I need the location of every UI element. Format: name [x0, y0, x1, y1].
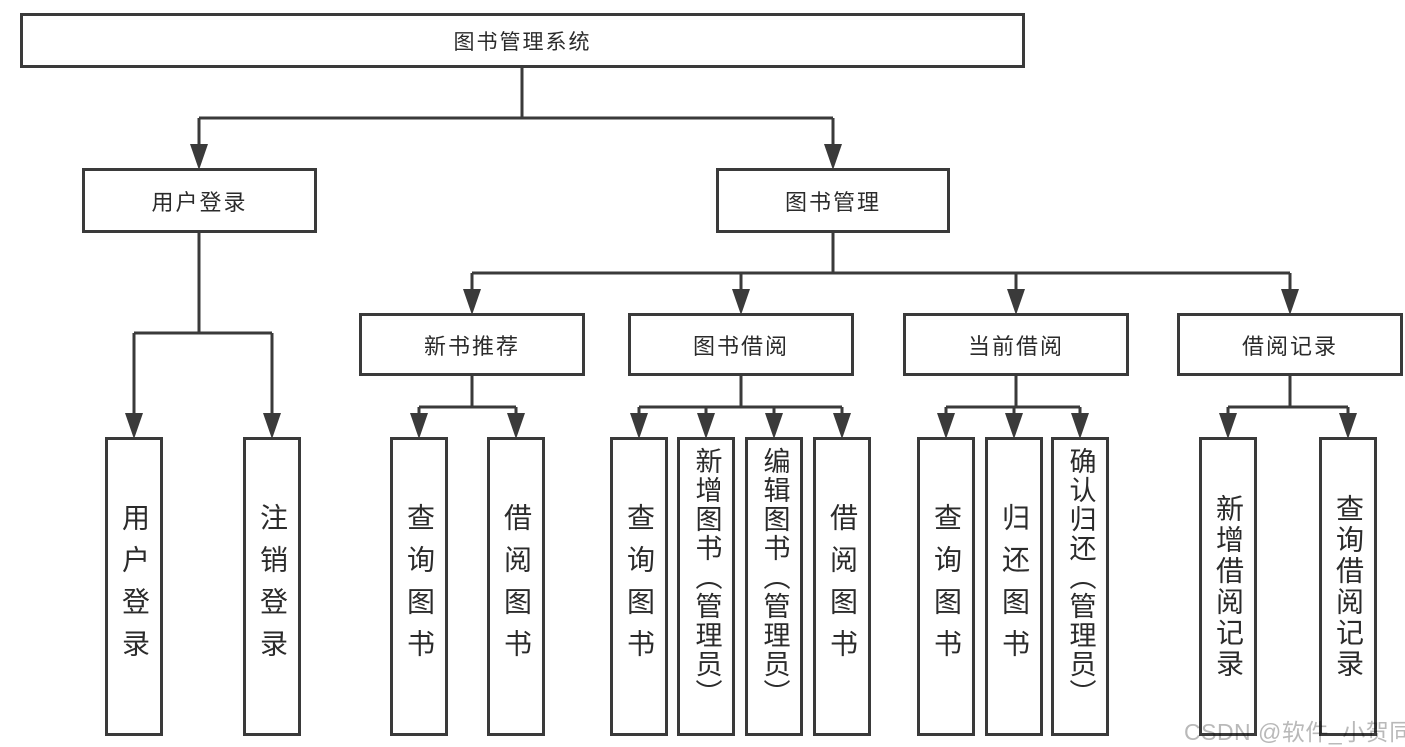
- node-label: 图书借阅: [692, 333, 789, 359]
- leaf-query-books-recommend: 查询图书: [390, 437, 448, 736]
- node-label: 查询图书: [404, 502, 435, 671]
- leaf-query-books-current: 查询图书: [917, 437, 975, 736]
- node-library-management-system: 图书管理系统: [20, 13, 1025, 68]
- leaf-borrow-books-borrowing: 借阅图书: [813, 437, 871, 736]
- node-current-borrowing: 当前借阅: [903, 313, 1129, 376]
- leaf-add-borrow-record: 新增借阅记录: [1199, 437, 1257, 736]
- leaf-logout: 注销登录: [243, 437, 301, 736]
- node-book-borrowing: 图书借阅: [628, 313, 854, 376]
- node-label: 用户登录: [151, 189, 248, 215]
- node-label: 注销登录: [257, 502, 288, 671]
- node-label: 用户登录: [119, 502, 150, 671]
- leaf-query-borrow-record: 查询借阅记录: [1319, 437, 1377, 736]
- node-user-login: 用户登录: [82, 168, 317, 233]
- node-label: 新书推荐: [423, 333, 520, 359]
- arrowhead-icons: [125, 144, 1357, 439]
- node-new-book-recommend: 新书推荐: [359, 313, 585, 376]
- node-label: 图书管理: [784, 189, 881, 215]
- node-borrowing-records: 借阅记录: [1177, 313, 1403, 376]
- node-label: 图书管理系统: [453, 30, 592, 54]
- node-label: 借阅图书: [501, 502, 532, 671]
- node-label: 借阅记录: [1241, 333, 1338, 359]
- leaf-add-book-admin: 新增图书（管理员）: [677, 437, 735, 736]
- node-label: 新增图书（管理员）: [691, 447, 722, 708]
- leaf-query-books-borrowing: 查询图书: [610, 437, 668, 736]
- node-label: 当前借阅: [967, 333, 1064, 359]
- node-label: 归还图书: [999, 502, 1030, 671]
- leaf-borrow-books-recommend: 借阅图书: [487, 437, 545, 736]
- node-label: 借阅图书: [827, 502, 858, 671]
- node-book-management: 图书管理: [716, 168, 950, 233]
- leaf-confirm-return-admin: 确认归还（管理员）: [1051, 437, 1109, 736]
- node-label: 查询图书: [931, 502, 962, 671]
- csdn-watermark: CSDN @软件_小贺同学: [1184, 719, 1405, 745]
- node-label: 查询借阅记录: [1333, 493, 1364, 680]
- leaf-edit-book-admin: 编辑图书（管理员）: [745, 437, 803, 736]
- leaf-return-book: 归还图书: [985, 437, 1043, 736]
- node-label: 查询图书: [624, 502, 655, 671]
- leaf-user-login: 用户登录: [105, 437, 163, 736]
- node-label: 新增借阅记录: [1213, 493, 1244, 680]
- node-label: 确认归还（管理员）: [1065, 447, 1096, 708]
- node-label: 编辑图书（管理员）: [759, 447, 790, 708]
